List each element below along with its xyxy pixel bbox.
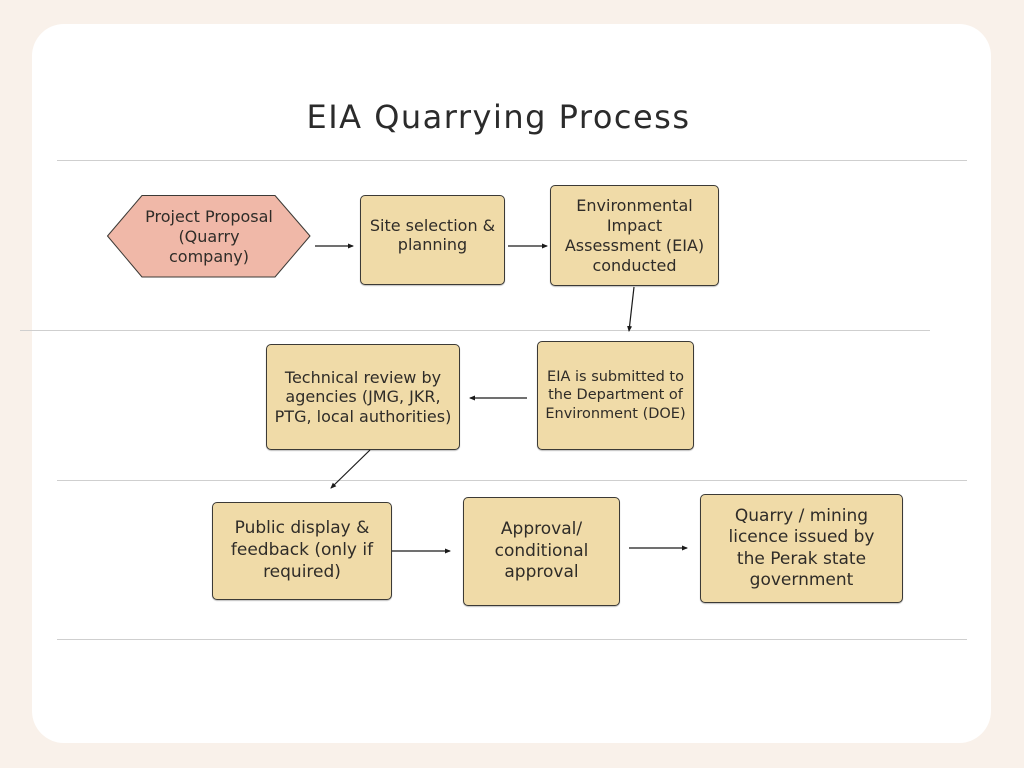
node-label: EIA is submitted to the Department of En… bbox=[545, 369, 686, 422]
node-technical-review: Technical review by agencies (JMG, JKR, … bbox=[266, 344, 460, 450]
node-project-proposal: Project Proposal (Quarry company) bbox=[106, 194, 312, 279]
separator-line bbox=[20, 330, 930, 331]
node-eia-submitted: EIA is submitted to the Department of En… bbox=[537, 341, 694, 450]
node-label: Project Proposal (Quarry company) bbox=[145, 206, 273, 266]
node-approval: Approval/ conditional approval bbox=[463, 497, 620, 606]
separator-line bbox=[57, 639, 967, 640]
node-site-selection: Site selection & planning bbox=[360, 195, 505, 285]
separator-line bbox=[57, 480, 967, 481]
node-label: Environmental Impact Assessment (EIA) co… bbox=[564, 195, 705, 275]
node-label: Public display & feedback (only if requi… bbox=[230, 518, 374, 582]
node-label: Technical review by agencies (JMG, JKR, … bbox=[274, 367, 452, 426]
node-eia-conducted: Environmental Impact Assessment (EIA) co… bbox=[550, 185, 719, 286]
diagram-title: EIA Quarrying Process bbox=[306, 98, 691, 136]
separator-line bbox=[57, 160, 967, 161]
node-label: Site selection & planning bbox=[369, 216, 496, 255]
diagram-card bbox=[32, 24, 991, 743]
node-label: Approval/ conditional approval bbox=[494, 518, 589, 583]
node-label: Quarry / mining licence issued by the Pe… bbox=[728, 506, 875, 590]
hexagon-shape bbox=[107, 195, 311, 278]
node-licence-issued: Quarry / mining licence issued by the Pe… bbox=[700, 494, 903, 603]
node-public-display: Public display & feedback (only if requi… bbox=[212, 502, 392, 600]
